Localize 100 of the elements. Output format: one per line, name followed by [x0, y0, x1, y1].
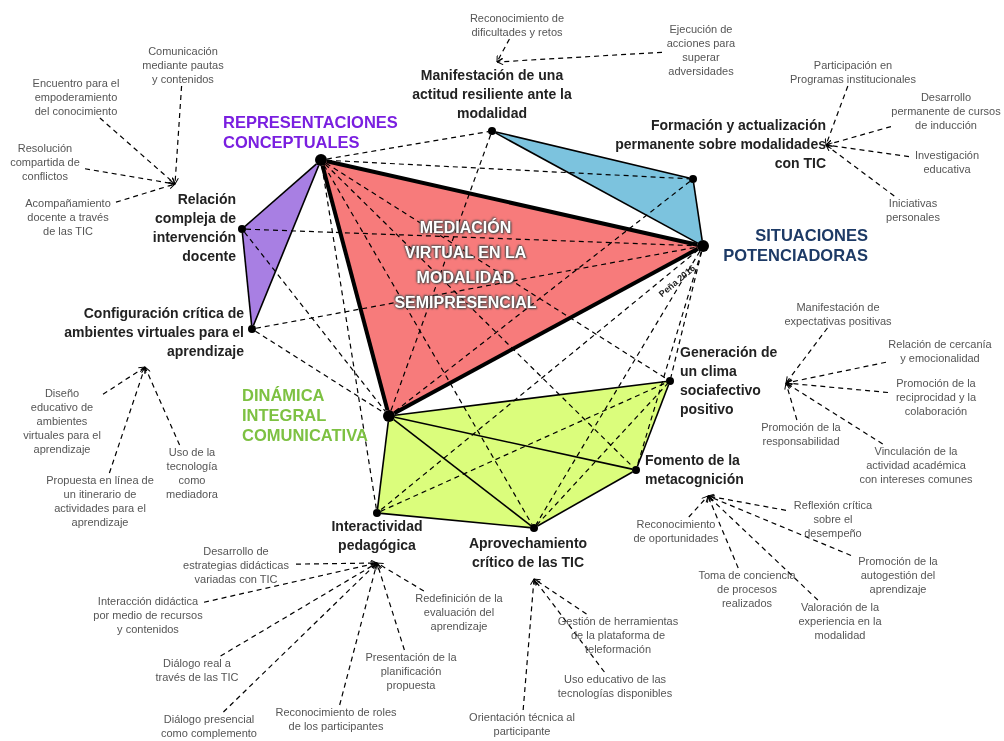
connector-line	[321, 165, 377, 510]
connector-line	[394, 416, 633, 470]
connector-line	[636, 251, 702, 467]
indicator-text: Diálogo presencial como complemento	[155, 712, 263, 740]
leader-line	[84, 168, 176, 187]
indicator-text: Presentación de la planificación propuesta	[360, 650, 462, 692]
leader-line	[707, 495, 852, 557]
indicator-text: Promoción de la reciprocidad y la colaboración	[888, 376, 984, 418]
indicator-text: Uso de la tecnología como mediadora	[162, 445, 222, 501]
indicator-text: Participación en Programas institucionales	[787, 58, 919, 86]
vertex-dot	[632, 466, 640, 474]
connector-line	[390, 134, 492, 411]
leader-line	[533, 578, 588, 615]
connector-line	[326, 131, 489, 160]
indicator-text: Reconocimiento de dificultades y retos	[463, 11, 571, 39]
leader-line	[219, 562, 378, 657]
connector-line	[393, 247, 699, 415]
dimension-title: Fomento de la metacognición	[645, 451, 757, 496]
indicator-text: Desarrollo de estrategias didácticas variadas con TIC	[176, 544, 296, 586]
indicator-text: Manifestación de expectativas positivas	[778, 300, 898, 328]
indicator-text: Interacción didáctica por medio de recursos y contenidos	[92, 594, 204, 636]
connector-line	[392, 418, 532, 527]
leader-line	[375, 562, 405, 651]
leader-line	[825, 144, 895, 197]
indicator-text: Propuesta en línea de un itinerario de actividades para el aprendizaje	[40, 473, 160, 529]
leader-line	[115, 182, 176, 203]
leader-line	[707, 493, 787, 511]
leader-line	[533, 578, 605, 673]
dimension-title: Manifestación de una actitud resiliente ante la modalidad	[397, 62, 587, 123]
dimension-title: Relación compleja de intervención docente	[136, 184, 236, 266]
connector-line	[536, 471, 634, 527]
connector-line	[495, 131, 690, 179]
connector-line	[245, 228, 698, 247]
connector-line	[243, 231, 386, 412]
leader-line	[785, 361, 887, 386]
connector-line	[252, 164, 320, 327]
indicator-text: Investigación educativa	[909, 148, 985, 176]
dimension-title: Aprovechamiento crítico de las TIC	[458, 534, 598, 579]
leader-line	[99, 117, 176, 185]
indicator-text: Iniciativas personales	[880, 196, 946, 224]
connector-line	[379, 249, 699, 512]
indicator-text: Promoción de la responsabilidad	[754, 420, 848, 448]
indicator-text: Promoción de la autogestión del aprendizaje	[851, 554, 945, 596]
indicator-text: Acompañamiento docente a través de las TIC	[20, 196, 116, 238]
dimension-title: Formación y actualización permanente sobre modalidades con TIC	[601, 116, 826, 173]
indicator-text: Relación de cercanía y emocionalidad	[886, 337, 994, 365]
leader-line	[785, 327, 829, 384]
connector-line	[380, 512, 531, 529]
indicator-text: Diálogo real a través de las TIC	[149, 656, 245, 684]
connector-line	[323, 164, 533, 526]
indicator-text: Comunicación mediante pautas y contenidos	[141, 44, 225, 86]
leader-line	[203, 560, 378, 603]
leader-line	[707, 495, 819, 601]
indicator-text: Ejecución de acciones para superar adversidades	[662, 22, 740, 78]
indicator-text: Reconocimiento de oportunidades	[629, 517, 723, 545]
category-title: DINÁMICA INTEGRAL COMUNICATIVA	[242, 385, 369, 445]
connector-line	[670, 251, 703, 378]
connector-line	[320, 165, 390, 411]
vertex-dot	[238, 225, 246, 233]
vertex-dot	[689, 175, 697, 183]
indicator-text: Vinculación de la actividad académica con intereses comunes	[857, 444, 975, 486]
leader-line	[825, 126, 892, 147]
leader-line	[707, 495, 739, 569]
indicator-text: Desarrollo permanente de cursos de inducción	[891, 90, 1001, 132]
vertex-dot	[383, 410, 395, 422]
dimension-title: Generación de un clima sociafectivo positivo	[680, 343, 786, 419]
connector-line	[241, 232, 253, 326]
indicator-text: Redefinición de la evaluación del aprendizaje	[409, 591, 509, 633]
leader-line	[376, 562, 425, 592]
connector-line	[636, 383, 670, 468]
leader-line	[496, 38, 511, 63]
connector-line	[376, 421, 390, 510]
vertex-dot	[530, 524, 538, 532]
connector-line	[394, 380, 667, 417]
indicator-text: Encuentro para el empoderamiento del conocimiento	[26, 76, 126, 118]
indicator-text: Reconocimiento de roles de los participantes	[270, 705, 402, 733]
indicator-text: Gestión de herramientas de la plataforma de teleformación	[552, 614, 684, 656]
category-title: SITUACIONES POTENCIADORAS	[722, 225, 868, 265]
leader-line	[339, 562, 379, 706]
leader-line	[222, 562, 378, 713]
connector-line	[326, 159, 698, 247]
connector-line	[244, 163, 318, 228]
category-title: REPRESENTACIONES CONCEPTUALES	[223, 112, 399, 152]
connector-line	[535, 250, 701, 526]
leader-line	[496, 51, 663, 66]
leader-line	[784, 382, 798, 421]
connector-line	[255, 246, 698, 329]
vertex-dot	[666, 377, 674, 385]
leader-line	[144, 366, 181, 446]
vertex-dot	[248, 325, 256, 333]
leader-line	[295, 559, 378, 567]
vertex-dot	[315, 154, 327, 166]
connector-line	[326, 159, 690, 180]
leader-line	[102, 366, 146, 395]
connector-line	[536, 383, 668, 526]
indicator-text: Diseño educativo de ambientes virtuales para el aprendizaje	[21, 386, 103, 456]
leader-line	[108, 366, 147, 474]
dimension-title: Configuración crítica de ambientes virtuales para el aprendizaje	[34, 304, 244, 367]
indicator-text: Resolución compartida de conflictos	[5, 141, 85, 183]
leader-line	[785, 382, 884, 445]
